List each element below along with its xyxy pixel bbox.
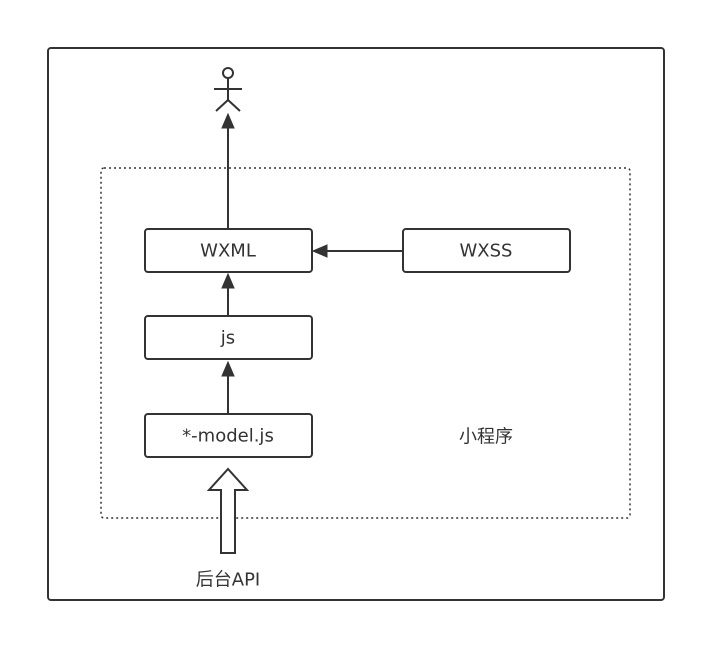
node-js-label: js bbox=[220, 328, 235, 349]
edge-wxss-to-wxml bbox=[311, 244, 403, 258]
node-wxml: WXML bbox=[144, 228, 313, 273]
stick-figure-user-icon bbox=[214, 67, 242, 112]
mini-program-label: 小程序 bbox=[459, 427, 513, 448]
edge-wxml-to-user bbox=[221, 112, 235, 229]
backend-api-input-arrow bbox=[206, 467, 250, 554]
node-wxss-label: WXSS bbox=[460, 241, 513, 262]
node-wxml-label: WXML bbox=[200, 241, 256, 262]
backend-api-label: 后台API bbox=[196, 570, 260, 591]
node-model: *-model.js bbox=[144, 413, 313, 458]
edge-js-to-wxml bbox=[221, 272, 235, 316]
mini-program-group bbox=[100, 167, 631, 519]
edge-model-to-js bbox=[221, 360, 235, 414]
node-model-label: *-model.js bbox=[182, 426, 274, 447]
node-js: js bbox=[144, 315, 313, 360]
node-wxss: WXSS bbox=[402, 228, 571, 273]
outer-frame bbox=[47, 47, 665, 601]
